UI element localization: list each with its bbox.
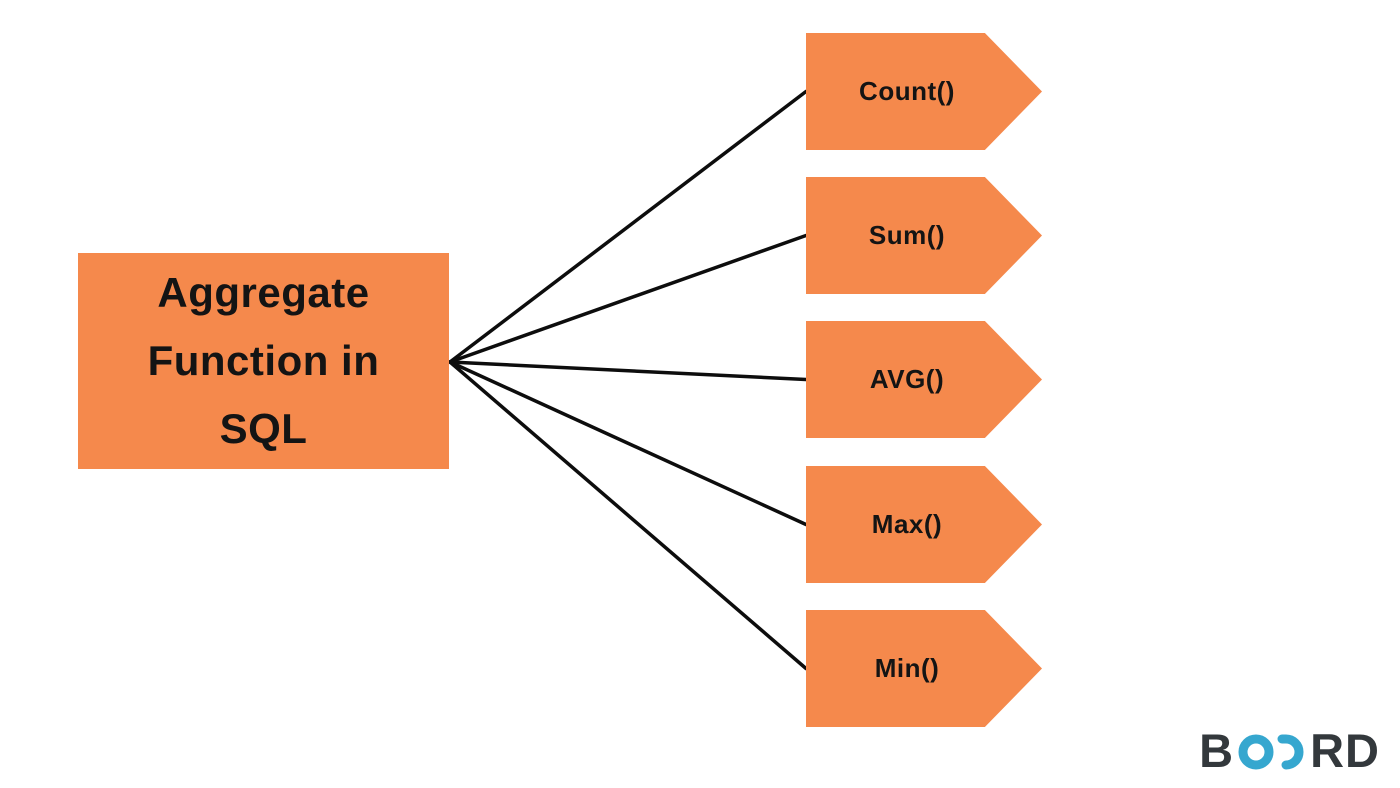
root-node-label: Aggregate Function in SQL <box>147 268 380 453</box>
function-node-max: Max() <box>806 466 1042 583</box>
board-logo: B RD <box>1199 727 1380 774</box>
function-node-label: Min() <box>874 653 940 683</box>
function-node-label: AVG() <box>869 364 945 394</box>
connector-line-sum <box>448 233 808 364</box>
logo-prefix: B <box>1199 724 1235 777</box>
root-node-aggregate-function: Aggregate Function in SQL <box>78 253 449 469</box>
function-node-label: Count() <box>859 76 955 106</box>
function-node-count: Count() <box>806 33 1042 150</box>
connector-line-min <box>448 360 808 671</box>
function-node-label: Max() <box>871 509 943 539</box>
function-node-label: Sum() <box>868 220 946 250</box>
infinity-loops-icon <box>1235 731 1309 771</box>
connector-line-avg <box>448 360 808 382</box>
connector-line-max <box>448 360 808 527</box>
function-node-avg: AVG() <box>806 321 1042 438</box>
function-node-sum: Sum() <box>806 177 1042 294</box>
function-node-min: Min() <box>806 610 1042 727</box>
connector-line-count <box>448 89 808 364</box>
logo-suffix: RD <box>1310 724 1380 777</box>
